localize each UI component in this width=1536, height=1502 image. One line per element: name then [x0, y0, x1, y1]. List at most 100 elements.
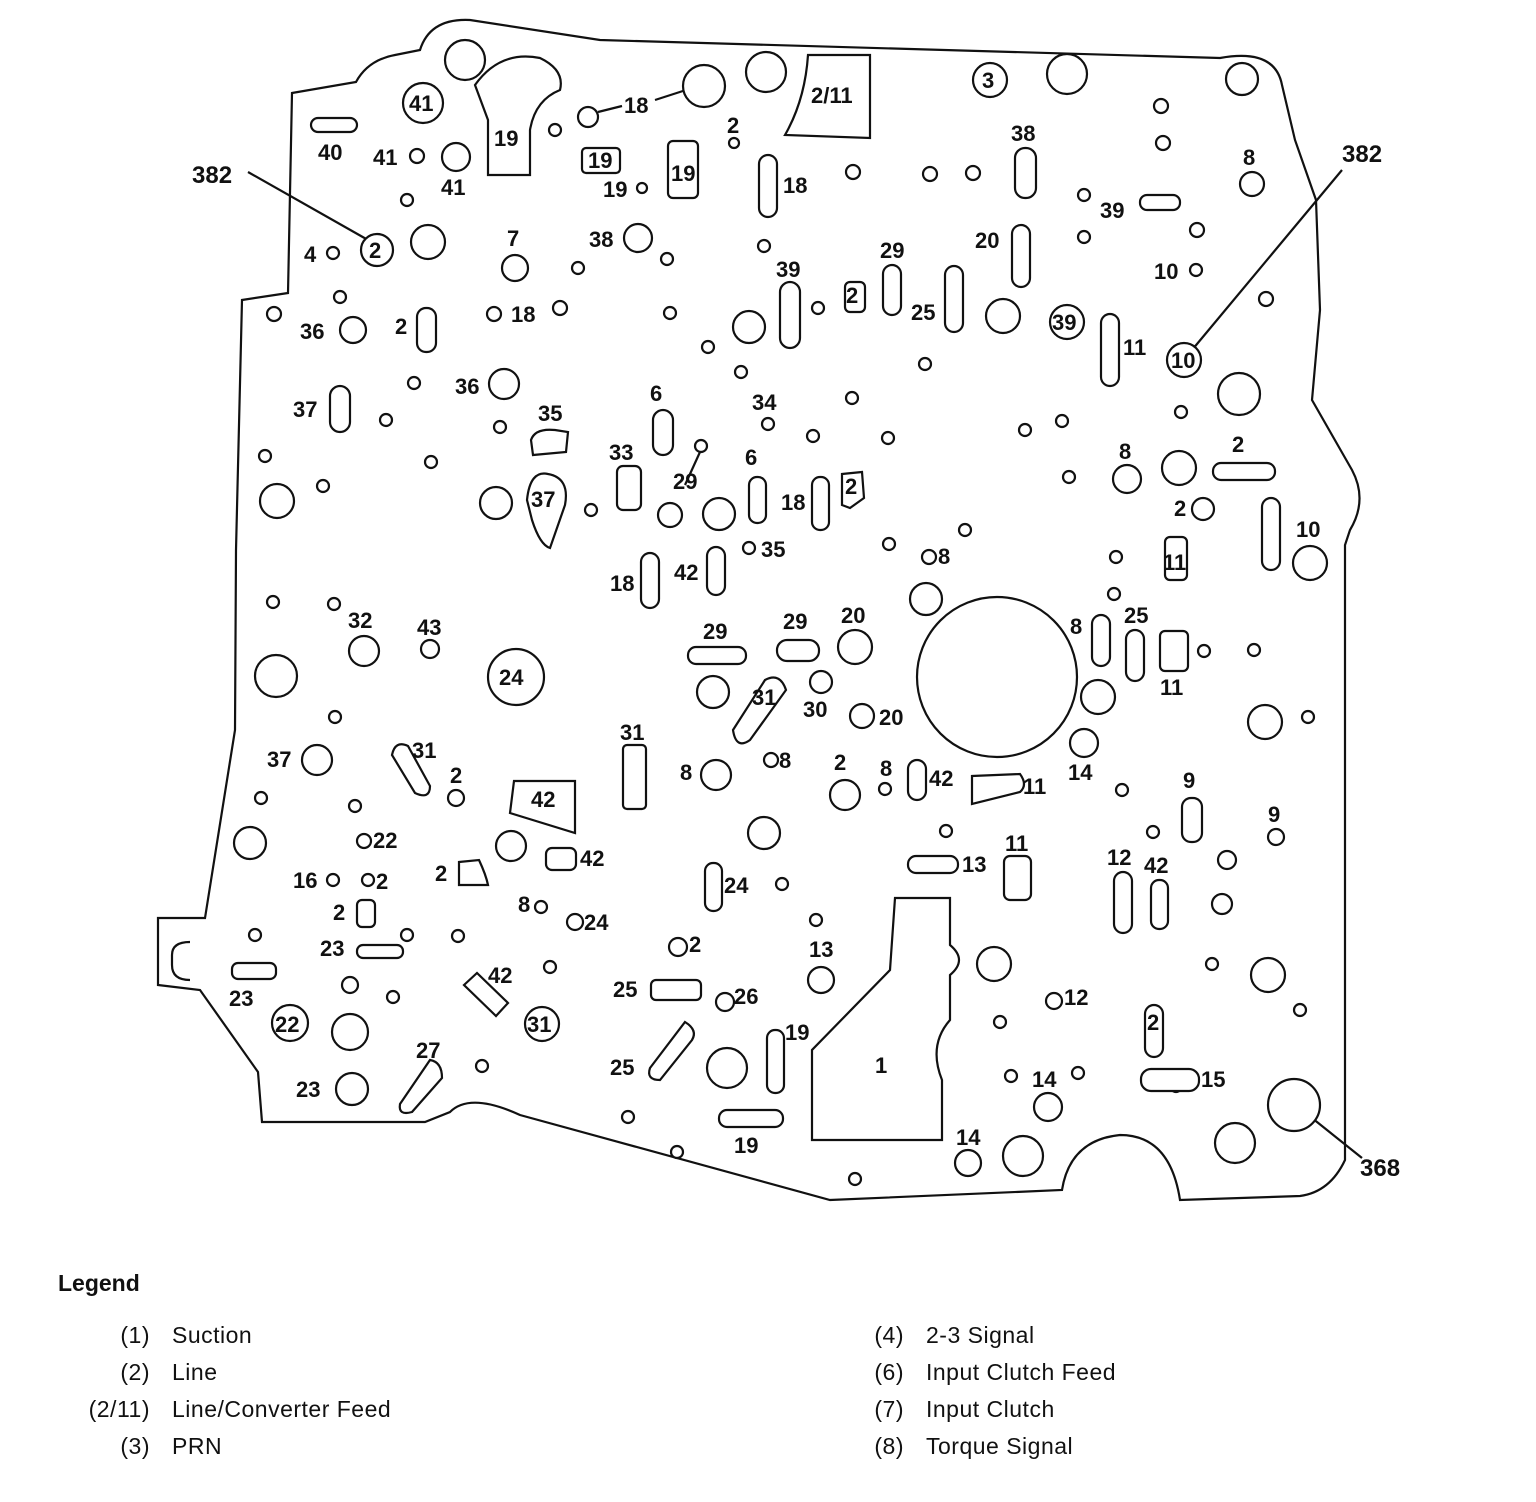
legend-desc: Line/Converter Feed	[172, 1396, 392, 1422]
label-8-hole-b: 8	[1119, 439, 1131, 464]
label-25-slot: 25	[911, 300, 935, 325]
legend-code: (8)	[874, 1433, 904, 1459]
label-10-ring: 10	[1171, 348, 1195, 373]
label-42-pocket: 42	[531, 787, 555, 812]
legend-code: (1)	[120, 1322, 150, 1348]
label-8-hole-c: 8	[680, 760, 692, 785]
label-13-slot: 13	[962, 852, 986, 877]
legend-code: (7)	[874, 1396, 904, 1422]
label-24-ring: 24	[499, 665, 524, 690]
label-42-slot-b: 42	[929, 766, 953, 791]
label-41-dot: 41	[373, 145, 397, 170]
legend-code: (3)	[120, 1433, 150, 1459]
label-31-slot-c: 31	[412, 738, 436, 763]
leader-382-right	[1191, 169, 1343, 351]
label-38-slot: 38	[1011, 121, 1035, 146]
label-8-slot: 8	[1070, 614, 1082, 639]
legend-desc: Torque Signal	[926, 1433, 1074, 1459]
label-2-box-b: 2	[845, 474, 857, 499]
label-26-dot: 26	[734, 984, 758, 1009]
legend-desc: Line	[172, 1359, 218, 1385]
label-22-ring: 22	[275, 1012, 299, 1037]
label-42-slot: 42	[674, 560, 698, 585]
label-2-hole: 2	[1174, 496, 1186, 521]
label-2-dot-c: 2	[376, 869, 388, 894]
label-18-slot: 18	[783, 173, 807, 198]
legend-desc: Suction	[172, 1322, 253, 1348]
label-29-leader: 29	[673, 469, 697, 494]
callout-382-right: 382	[1342, 141, 1382, 168]
label-8-hole: 8	[1243, 145, 1255, 170]
label-1-suction: 1	[875, 1053, 887, 1078]
valve-body-spacer-plate-diagram: 382 382 368	[156, 18, 1400, 1202]
legend-row: (8) Torque Signal	[754, 1433, 1116, 1470]
label-36-hole-b: 36	[455, 374, 479, 399]
label-25-slot-d: 25	[610, 1055, 634, 1080]
label-20-hole: 20	[841, 603, 865, 628]
legend-code: (6)	[874, 1359, 904, 1385]
label-31-slot-b: 31	[620, 720, 644, 745]
legend-row: (2)Line	[0, 1359, 391, 1396]
suction-pocket	[810, 896, 961, 1142]
label-11-slot-b: 11	[1163, 550, 1186, 575]
label-42-slot-c: 42	[1144, 853, 1168, 878]
label-39-ring: 39	[1052, 310, 1076, 335]
legend-row: (3) PRN	[0, 1433, 391, 1470]
passage-labels: 41 19 18 2 2/11 3 40 41 41 19 19 19 18 3…	[229, 68, 1320, 1158]
label-31-ring: 31	[527, 1012, 551, 1037]
label-10-hole: 10	[1296, 517, 1320, 542]
legend-left-column: (1) Suction (2)Line (2/11) Line/Converter …	[0, 1322, 391, 1470]
label-6-slot-b: 6	[745, 445, 757, 470]
label-12-dot: 12	[1064, 985, 1088, 1010]
label-9-dot: 9	[1268, 802, 1280, 827]
label-2-slot: 2	[395, 314, 407, 339]
callout-368: 368	[1360, 1155, 1400, 1182]
label-2-slot-c: 2	[1147, 1010, 1159, 1035]
legend-code: (2/11)	[88, 1396, 150, 1422]
label-36-hole: 36	[300, 319, 324, 344]
label-2-box: 2	[846, 283, 858, 308]
label-35-pocket: 35	[538, 401, 562, 426]
label-37-pocket: 37	[531, 487, 555, 512]
label-8-dot-d: 8	[518, 892, 530, 917]
legend-desc: Input Clutch Feed	[926, 1359, 1117, 1385]
label-19-slot-b: 19	[734, 1133, 758, 1158]
label-42-box: 42	[580, 846, 604, 871]
label-19-slot: 19	[785, 1020, 809, 1045]
label-18-slot-c: 18	[610, 571, 634, 596]
label-19-pocket-b: 19	[671, 161, 695, 186]
label-9-slot: 9	[1183, 768, 1195, 793]
label-19-dot: 19	[603, 177, 627, 202]
label-32-hole: 32	[348, 608, 372, 633]
label-2-hole-b: 2	[834, 750, 846, 775]
label-2-box-c: 2	[333, 900, 345, 925]
label-7-hole: 7	[507, 226, 519, 251]
label-2-ring: 2	[369, 238, 381, 263]
callout-382-left: 382	[192, 162, 232, 189]
legend-desc: 2-3 Signal	[926, 1322, 1035, 1348]
label-10-dot: 10	[1154, 259, 1178, 284]
label-11-slot: 11	[1123, 335, 1146, 360]
label-11-box-b: 11	[1005, 831, 1028, 856]
label-25-slot-b: 25	[1124, 603, 1148, 628]
label-27-slot: 27	[416, 1038, 440, 1063]
legend-row: (7)Input Clutch	[754, 1396, 1116, 1433]
label-2-dot: 2	[727, 113, 739, 138]
legend-desc: PRN	[172, 1433, 223, 1459]
label-37-slot: 37	[293, 397, 317, 422]
label-35-dot: 35	[761, 537, 785, 562]
label-18-slot-b: 18	[781, 490, 805, 515]
legend-row: (6) Input Clutch Feed	[754, 1359, 1116, 1396]
label-41-hole: 41	[441, 175, 465, 200]
label-2-pocket: 2	[435, 861, 447, 886]
label-23-hole: 23	[296, 1077, 320, 1102]
label-13-hole: 13	[809, 937, 833, 962]
label-20-hole-b: 20	[879, 705, 903, 730]
label-29-slot-c: 29	[783, 609, 807, 634]
leader-382-left	[247, 171, 369, 241]
label-2-dot-b: 2	[450, 763, 462, 788]
label-29-slot: 29	[880, 238, 904, 263]
label-20-slot: 20	[975, 228, 999, 253]
label-6-slot: 6	[650, 381, 662, 406]
legend-row: (2/11) Line/Converter Feed	[0, 1396, 391, 1433]
